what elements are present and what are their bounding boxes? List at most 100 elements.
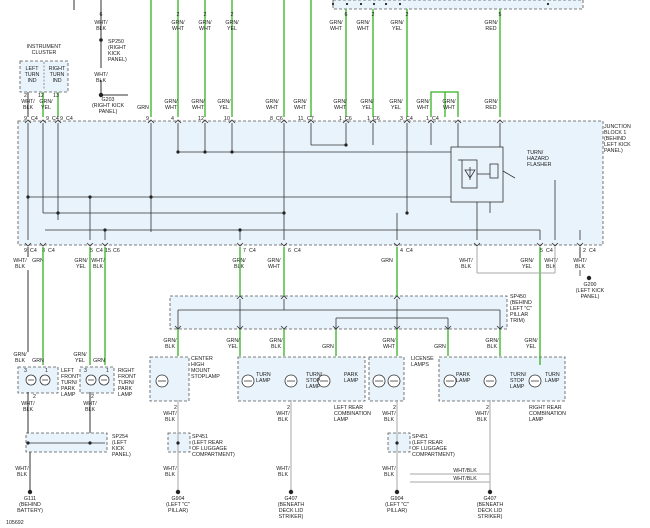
svg-text:TURN: TURN bbox=[545, 372, 560, 378]
svg-text:GRN/: GRN/ bbox=[333, 99, 347, 105]
svg-text:C6: C6 bbox=[345, 116, 352, 122]
sp254-splice: SP254 (LEFT KICK PANEL) bbox=[26, 434, 131, 458]
svg-text:7: 7 bbox=[243, 248, 246, 254]
svg-text:RIGHT: RIGHT bbox=[49, 66, 66, 72]
svg-text:GRN/: GRN/ bbox=[382, 338, 396, 344]
svg-text:PANEL): PANEL) bbox=[112, 452, 131, 458]
instrument-cluster: INSTRUMENT CLUSTER LEFT TURN IND RIGHT T… bbox=[24, 44, 66, 99]
pin-label: 2 bbox=[406, 12, 409, 18]
svg-text:(BEHIND: (BEHIND bbox=[604, 136, 626, 142]
svg-text:GRN/: GRN/ bbox=[416, 99, 430, 105]
svg-text:G200: G200 bbox=[584, 282, 597, 288]
svg-text:BLK: BLK bbox=[15, 264, 25, 270]
wire-label: GRN/ bbox=[484, 20, 498, 26]
svg-text:GRN/: GRN/ bbox=[232, 258, 246, 264]
svg-text:12: 12 bbox=[198, 116, 204, 122]
right-rear-combination-lamp: PARK LAMP TURN/ STOP LAMP TURN LAMP RIGH… bbox=[443, 372, 566, 423]
entry-wire-labels: WHT/ BLK GRN/ YEL GRN GRN/ WHT GRN/ WHT … bbox=[21, 99, 498, 111]
sp450-chevrons bbox=[174, 295, 504, 330]
svg-text:TURN/: TURN/ bbox=[527, 150, 544, 156]
svg-text:WHT: WHT bbox=[294, 105, 307, 111]
svg-text:5: 5 bbox=[90, 248, 93, 254]
svg-text:9: 9 bbox=[24, 248, 27, 254]
sp450-bus bbox=[177, 299, 501, 329]
svg-text:BLK: BLK bbox=[23, 105, 33, 111]
svg-text:C4: C4 bbox=[249, 248, 256, 254]
svg-text:TURN/: TURN/ bbox=[510, 372, 527, 378]
svg-text:WHT/: WHT/ bbox=[573, 258, 587, 264]
entry-connector-chevrons bbox=[24, 119, 504, 124]
svg-text:(BENEATH: (BENEATH bbox=[477, 502, 504, 508]
svg-text:BLK: BLK bbox=[17, 472, 27, 478]
svg-text:3: 3 bbox=[84, 368, 87, 374]
svg-text:C4: C4 bbox=[52, 116, 59, 122]
svg-text:WHT/: WHT/ bbox=[163, 466, 177, 472]
svg-text:DECK LID: DECK LID bbox=[478, 508, 503, 514]
svg-text:2: 2 bbox=[33, 394, 36, 400]
svg-text:STOP: STOP bbox=[510, 378, 525, 384]
svg-text:WHT/: WHT/ bbox=[276, 411, 290, 417]
svg-text:COMPARTMENT): COMPARTMENT) bbox=[192, 452, 235, 458]
svg-text:LAMP: LAMP bbox=[456, 378, 471, 384]
svg-text:BATTERY): BATTERY) bbox=[17, 508, 43, 514]
bottom-pins: 2 2 2 2 bbox=[174, 405, 489, 411]
svg-text:1: 1 bbox=[45, 368, 48, 374]
svg-text:LAMPS: LAMPS bbox=[411, 362, 429, 368]
wire-label-inline: WHT/BLK bbox=[453, 476, 477, 482]
svg-text:LEFT: LEFT bbox=[61, 368, 75, 374]
wire-label: GRN/ bbox=[356, 20, 370, 26]
svg-text:YEL: YEL bbox=[391, 105, 401, 111]
svg-text:LEFT REAR: LEFT REAR bbox=[334, 405, 363, 411]
svg-text:G407: G407 bbox=[484, 496, 497, 502]
svg-text:WHT: WHT bbox=[443, 105, 456, 111]
pin-label: 6 bbox=[100, 12, 103, 18]
svg-text:BLK: BLK bbox=[15, 358, 25, 364]
junction-block-nodes bbox=[26, 143, 409, 232]
svg-text:BLK: BLK bbox=[85, 407, 95, 413]
svg-text:FRONT: FRONT bbox=[118, 374, 137, 380]
lower-wht-blk-labels: WHT/ BLK WHT/ BLK WHT/ BLK WHT/ BLK WHT/… bbox=[15, 401, 489, 482]
svg-text:2: 2 bbox=[24, 93, 27, 99]
svg-text:C6: C6 bbox=[276, 116, 283, 122]
license-lamps: LICENSE LAMPS bbox=[372, 356, 434, 388]
svg-text:C4: C4 bbox=[31, 116, 38, 122]
svg-text:C4: C4 bbox=[30, 248, 37, 254]
svg-text:BLK: BLK bbox=[278, 417, 288, 423]
svg-text:YEL: YEL bbox=[75, 358, 85, 364]
svg-text:GRN: GRN bbox=[32, 258, 44, 264]
svg-text:IND: IND bbox=[52, 78, 61, 84]
svg-text:PILLAR): PILLAR) bbox=[168, 508, 188, 514]
wire-label: YEL bbox=[227, 26, 237, 32]
svg-text:LICENSE: LICENSE bbox=[411, 356, 434, 362]
svg-text:YEL: YEL bbox=[362, 105, 372, 111]
svg-text:STRIKER): STRIKER) bbox=[279, 514, 304, 520]
svg-text:WHT/: WHT/ bbox=[382, 466, 396, 472]
svg-text:1: 1 bbox=[106, 368, 109, 374]
svg-text:3: 3 bbox=[400, 116, 403, 122]
top-labels: 6 2 2 2 6 2 2 5 WHT/ BLK GRN/ WHT GRN/ W… bbox=[94, 12, 501, 32]
wire-label: GRN/ bbox=[390, 20, 404, 26]
turn-hazard-flasher: TURN/ HAZARD FLASHER bbox=[458, 150, 552, 189]
svg-text:PILLAR: PILLAR bbox=[510, 312, 528, 318]
svg-text:GRN: GRN bbox=[93, 358, 105, 364]
svg-text:OF LUGGAGE: OF LUGGAGE bbox=[412, 446, 447, 452]
svg-text:WHT/: WHT/ bbox=[544, 258, 558, 264]
svg-text:GRN/: GRN/ bbox=[524, 338, 538, 344]
svg-text:WHT: WHT bbox=[334, 105, 347, 111]
svg-text:9: 9 bbox=[60, 116, 63, 122]
chmsl-panel bbox=[149, 356, 190, 402]
wire-label: BLK bbox=[96, 26, 106, 32]
wire-label: RED bbox=[485, 26, 496, 32]
sp450-label: SP450 (BEHIND LEFT "C" PILLAR TRIM) bbox=[510, 294, 532, 324]
svg-text:BLK: BLK bbox=[165, 344, 175, 350]
exit-connector-chevrons bbox=[24, 242, 584, 247]
svg-text:(LEFT "C": (LEFT "C" bbox=[385, 502, 409, 508]
svg-text:LAMP: LAMP bbox=[118, 392, 133, 398]
svg-text:WHT/: WHT/ bbox=[13, 258, 27, 264]
svg-text:WHT/: WHT/ bbox=[21, 99, 35, 105]
g200-ground: G200 (LEFT KICK PANEL) bbox=[576, 270, 605, 300]
svg-text:WHT: WHT bbox=[383, 344, 396, 350]
svg-text:GRN/: GRN/ bbox=[226, 338, 240, 344]
svg-text:GRN/: GRN/ bbox=[293, 99, 307, 105]
